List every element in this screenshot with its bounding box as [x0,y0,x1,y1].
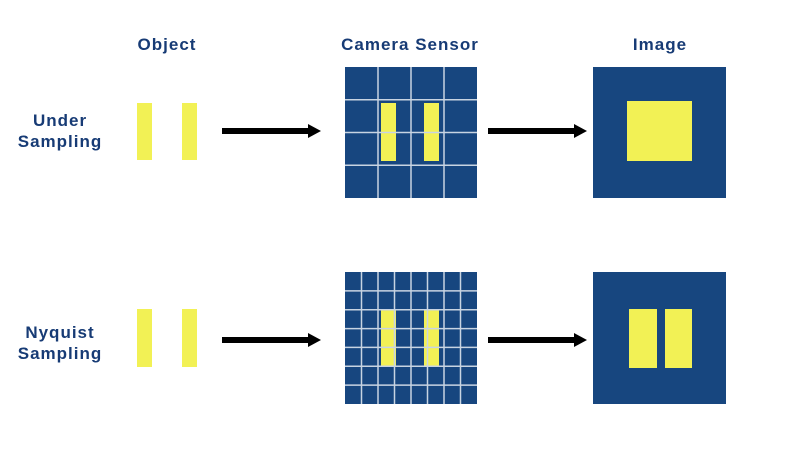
row-label-line2: Sampling [17,344,103,363]
arrow-icon [488,124,587,138]
image-under-sampling [593,67,726,198]
sensor-object-bar [424,309,439,367]
image-blob [627,101,692,161]
object-bar-right [182,103,197,160]
row-label-under-sampling: Under Sampling [0,110,120,152]
image-nyquist-sampling [593,272,726,404]
row-label-line1: Nyquist [25,323,95,342]
row-label-line1: Under [32,111,88,130]
sensor-under-sampling [345,67,477,198]
object-bar-left [137,309,152,367]
header-object: Object [137,35,197,54]
header-camera-sensor: Camera Sensor [341,35,479,54]
image-bar-left [629,309,657,368]
header-image: Image [632,35,688,54]
arrow-icon [488,333,587,347]
image-bar-right [665,309,692,368]
sensor-object-bar [381,309,396,367]
sensor-nyquist-sampling [345,272,477,404]
row-label-line2: Sampling [17,132,103,151]
row-label-nyquist-sampling: Nyquist Sampling [0,322,120,364]
object-bar-left [137,103,152,160]
object-bar-right [182,309,197,367]
arrow-icon [222,124,321,138]
arrow-icon [222,333,321,347]
